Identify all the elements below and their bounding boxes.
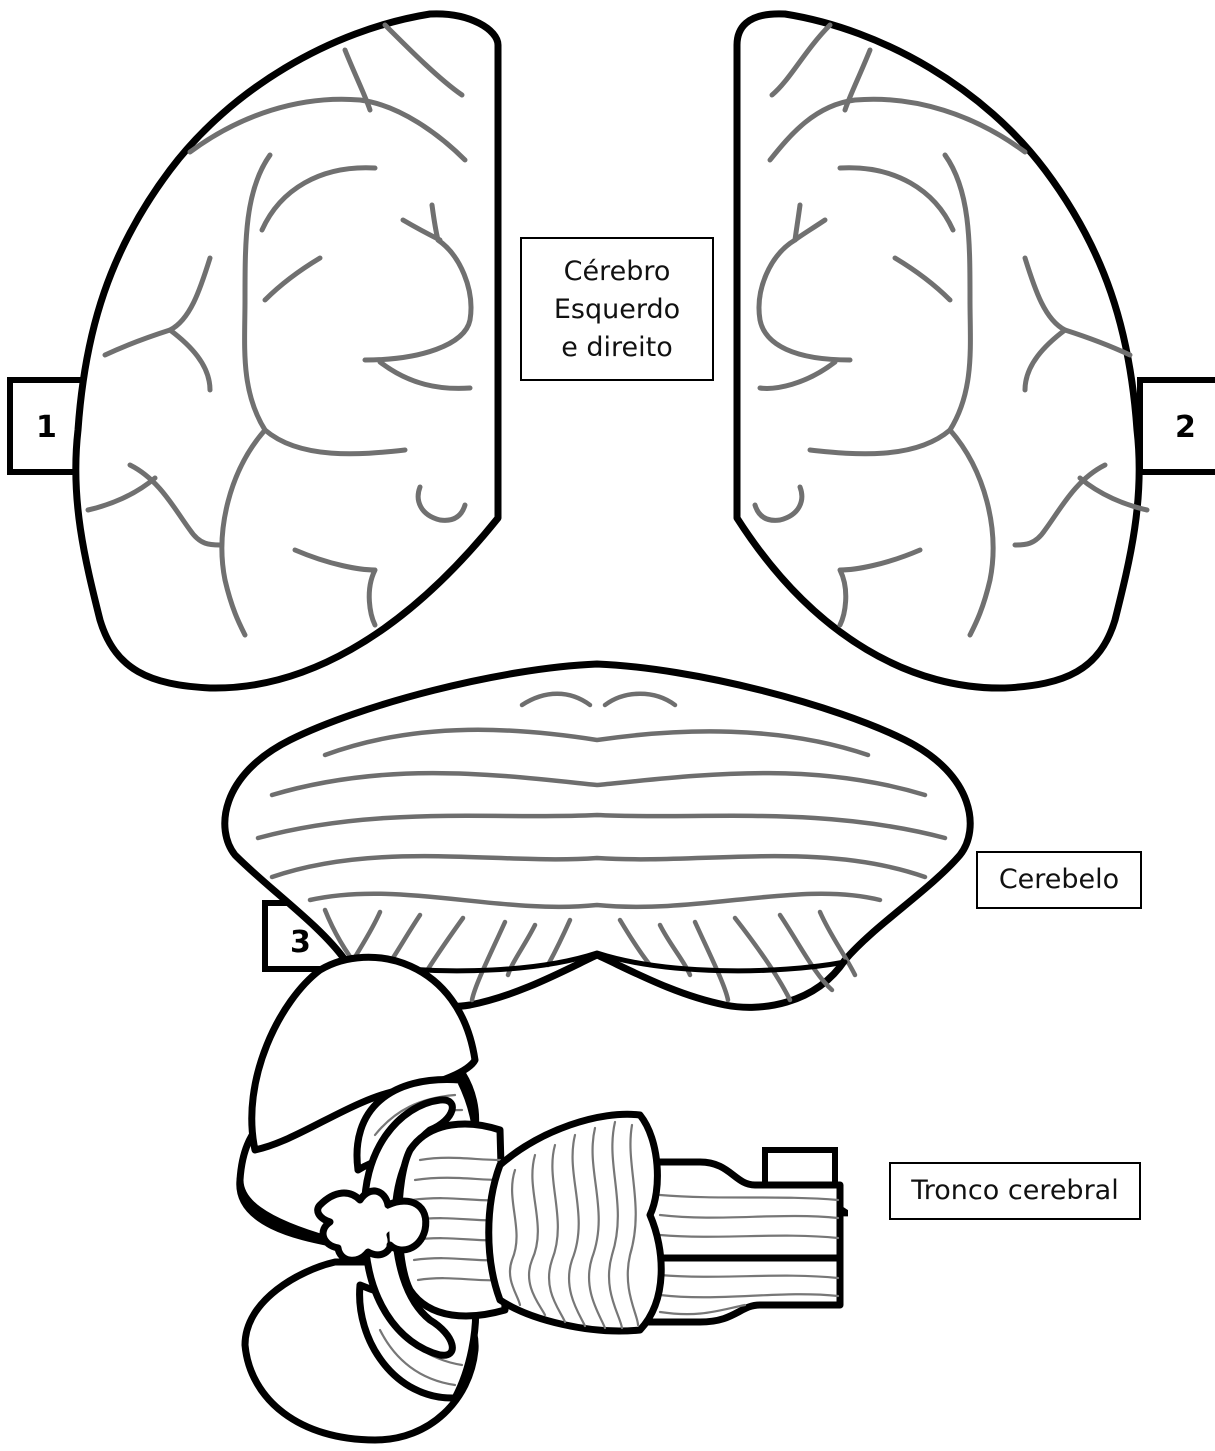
cerebro-label-line2: Esquerdo	[522, 291, 712, 329]
tronco-cerebral-label-text: Tronco cerebral	[891, 1164, 1139, 1218]
tab-1-number: 1	[36, 410, 57, 445]
cerebro-label-line3: e direito	[522, 329, 712, 367]
tronco-cerebral-label: Tronco cerebral	[889, 1162, 1141, 1220]
cerebelo-label: Cerebelo	[976, 851, 1142, 909]
cerebro-label-line1: Cérebro	[522, 253, 712, 291]
tab-2-number: 2	[1175, 410, 1196, 445]
tab-2: 2	[1140, 380, 1215, 472]
right-hemisphere	[737, 14, 1147, 688]
cerebro-label: Cérebro Esquerdo e direito	[520, 237, 714, 381]
cerebelo-label-text: Cerebelo	[978, 853, 1140, 907]
tab-3-number: 3	[290, 925, 311, 960]
left-hemisphere	[76, 14, 498, 688]
brainstem	[240, 957, 840, 1440]
